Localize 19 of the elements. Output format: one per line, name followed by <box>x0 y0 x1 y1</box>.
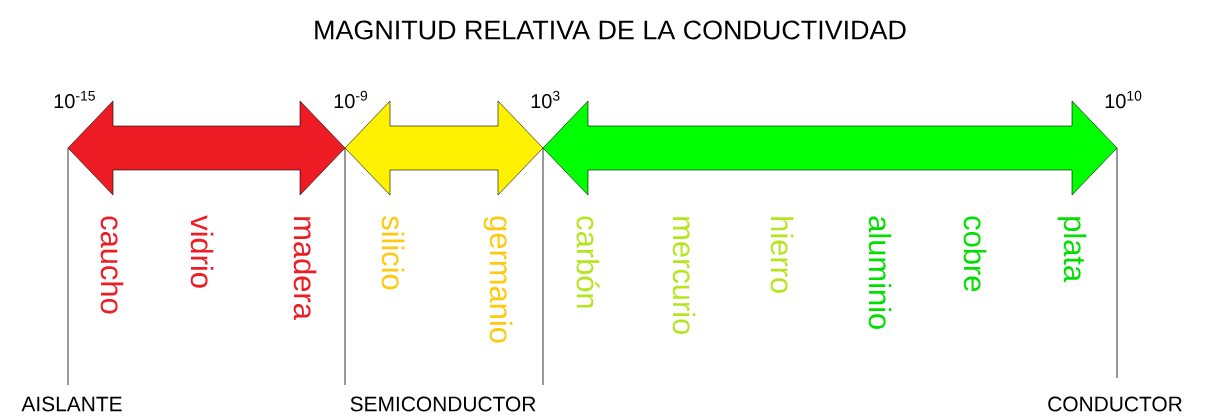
material-label: germanio <box>483 216 513 343</box>
material-label: hierro <box>770 217 794 293</box>
material-label: cobre <box>963 216 987 292</box>
material-label: aluminio <box>868 216 892 329</box>
material-label: madera <box>293 217 317 320</box>
category-label: SEMICONDUCTOR <box>350 396 536 412</box>
category-label: CONDUCTOR <box>1048 396 1182 412</box>
material-label: vidrio <box>190 215 214 288</box>
material-label: carbón <box>576 216 600 308</box>
material-label: silicio <box>381 216 405 290</box>
title: MAGNITUD RELATIVA DE LA CONDUCTIVIDAD <box>315 20 906 40</box>
material-label: caucho <box>100 216 124 314</box>
material-label: mercurio <box>672 217 696 334</box>
scale-value: 10$^{10}$ <box>1105 90 1142 109</box>
scale-value: 10$^{-9}$ <box>334 90 368 109</box>
material-label: plata <box>1057 217 1087 283</box>
category-label: AISLANTE <box>21 396 122 412</box>
scale-value: 10$^{-15}$ <box>54 90 95 109</box>
scale-value: 10$^{3}$ <box>531 90 560 109</box>
